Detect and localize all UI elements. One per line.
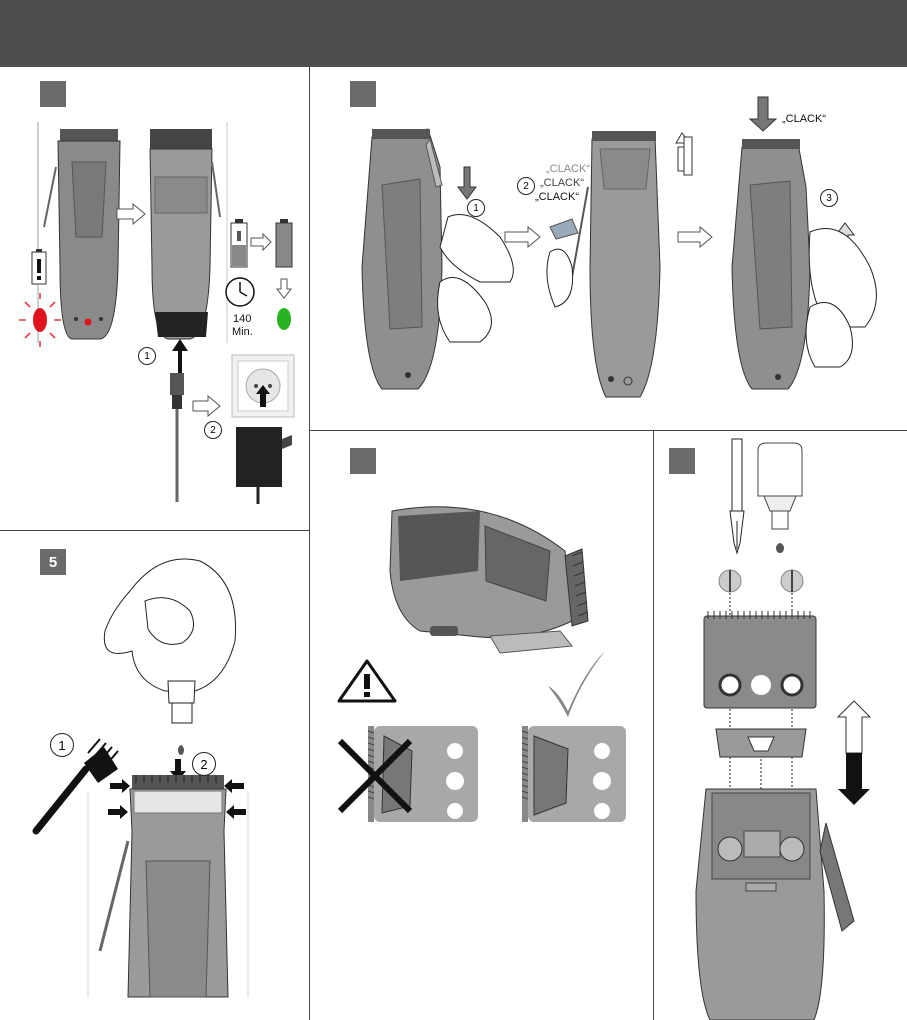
header-bar <box>0 0 907 67</box>
clipper-side-c <box>732 139 810 389</box>
cleaning-illustration <box>0 531 309 1020</box>
clipper-front <box>88 775 248 997</box>
blade-removal-panel: 1 2 3 „CLACK“ „CLACK“ „CLACK“ „CLACK“ <box>310 67 907 430</box>
charge-time-unit: Min. <box>232 326 253 338</box>
callout-1: 1 <box>138 347 156 365</box>
lower-blade <box>716 729 806 757</box>
charge-time-value: 140 <box>233 313 251 325</box>
charging-panel: 1 2 140 Min. <box>0 67 309 530</box>
blade-alignment-panel <box>310 431 653 1020</box>
red-led-indicator <box>19 293 61 347</box>
upper-blade <box>704 611 816 708</box>
cleaning-panel: 5 <box>0 531 309 1020</box>
clipper-side-a <box>362 129 442 389</box>
battery-warning-icon <box>32 249 46 284</box>
blade-wrong-alignment <box>368 726 478 822</box>
callout-2: 2 <box>192 752 216 776</box>
clipper-charging <box>150 129 220 339</box>
screw-icon <box>719 570 803 592</box>
charging-cable <box>170 373 184 502</box>
clock-icon <box>226 278 254 306</box>
clack-label: „CLACK“ <box>540 177 584 189</box>
clack-label: „CLACK“ <box>546 163 590 175</box>
screwdriver-icon <box>730 439 744 553</box>
green-led-indicator <box>277 308 291 330</box>
clipper-low-battery <box>44 129 120 339</box>
blade-adjustment-illustration <box>654 431 907 1020</box>
callout-2: 2 <box>204 421 222 439</box>
warning-triangle-icon <box>339 661 395 701</box>
clack-label-top: „CLACK“ <box>782 113 826 125</box>
blade-correct-alignment <box>522 726 626 822</box>
wall-socket-icon <box>232 355 294 417</box>
blade-adjustment-panel <box>654 431 907 1020</box>
oil-bottle-icon <box>758 443 802 553</box>
battery-charging-icon <box>231 219 247 267</box>
battery-full-icon <box>276 219 292 267</box>
callout-2: 2 <box>517 177 535 195</box>
callout-1: 1 <box>467 199 485 217</box>
clipper-body <box>696 789 854 1020</box>
power-adapter-icon <box>236 427 292 504</box>
up-down-arrow-icon <box>838 701 870 805</box>
hand-with-oil-bottle <box>104 559 235 755</box>
clack-label: „CLACK“ <box>535 191 579 203</box>
clipper-head-closeup <box>390 507 588 653</box>
checkmark-icon <box>548 651 605 717</box>
callout-3: 3 <box>820 189 838 207</box>
cleaning-brush-icon <box>36 739 118 831</box>
callout-1: 1 <box>50 733 74 757</box>
blade-alignment-illustration <box>310 431 653 1020</box>
charging-illustration <box>0 67 309 530</box>
